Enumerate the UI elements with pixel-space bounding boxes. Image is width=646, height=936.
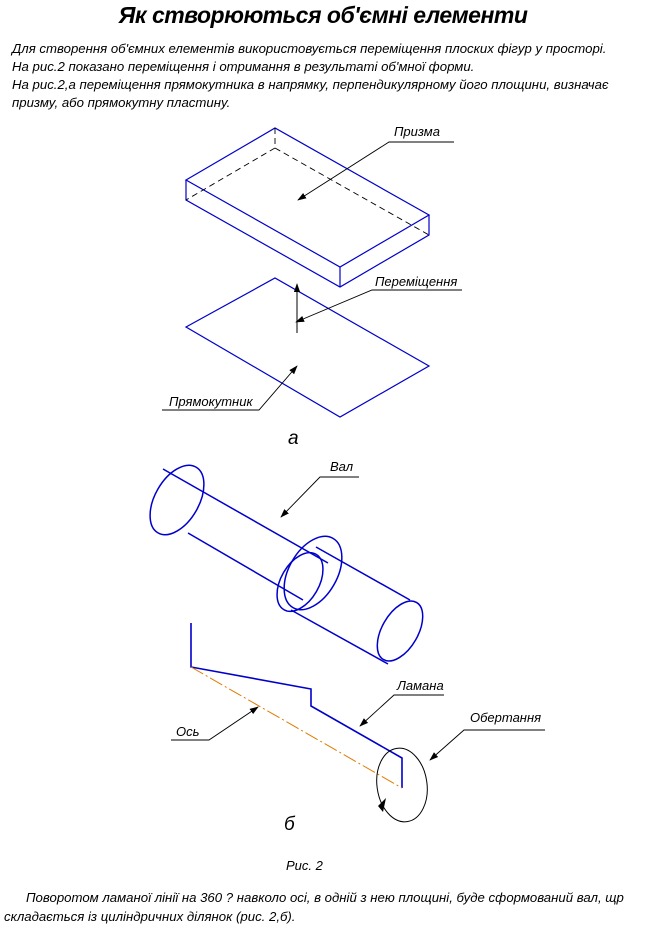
figure-a-caption: а xyxy=(288,428,299,449)
axis-leader xyxy=(171,706,259,741)
prism-hidden-edges xyxy=(185,128,430,236)
movement-label: Переміщення xyxy=(375,274,457,289)
figure-caption: Рис. 2 xyxy=(286,858,324,873)
shaft-leader xyxy=(280,476,359,518)
rotation-circle xyxy=(376,747,428,823)
intro-paragraph-3: На рис.2,а переміщення прямокутника в на… xyxy=(12,77,609,110)
shaft-label: Вал xyxy=(330,459,354,474)
figure-b-caption: б xyxy=(284,814,296,835)
rotation-label: Обертання xyxy=(470,710,541,725)
figure-b: Вал Ламана Ось Обертання б xyxy=(149,459,545,835)
polyline-leader xyxy=(359,694,444,727)
axis-line xyxy=(190,666,403,789)
intro-paragraph-1: Для створення об'ємних елементів викорис… xyxy=(12,41,607,56)
rectangle-shape xyxy=(184,277,431,418)
polyline-profile xyxy=(190,623,403,788)
polyline-label: Ламана xyxy=(396,678,444,693)
outro-paragraph: Поворотом ламаної лінії на 360 ? навколо… xyxy=(4,890,624,924)
shaft xyxy=(149,464,424,665)
leaders-b xyxy=(171,476,545,761)
rotation-leader xyxy=(429,729,545,761)
prism-leader xyxy=(297,141,454,201)
shaft-groove xyxy=(276,551,324,613)
shaft-large-back xyxy=(149,464,205,536)
movement-leader xyxy=(295,289,462,323)
rotation-arrowhead xyxy=(378,798,386,812)
prism-label: Призма xyxy=(394,124,440,139)
shaft-shoulder xyxy=(283,535,343,611)
page-title: Як створюються об'ємні елементи xyxy=(118,2,528,28)
figure-a: Призма Переміщення Прямокутник а xyxy=(162,124,462,449)
intro-paragraph-2: На рис.2 показано переміщення і отриманн… xyxy=(12,59,475,74)
leaders-a xyxy=(162,141,462,411)
outro-text: Поворотом ламаної лінії на 360 ? навколо… xyxy=(4,888,640,926)
intro-text: Для створення об'ємних елементів викорис… xyxy=(12,40,637,112)
rectangle-label: Прямокутник xyxy=(169,394,253,409)
axis-label: Ось xyxy=(176,724,200,739)
prism-top-face xyxy=(184,127,431,268)
prism-side-edges xyxy=(185,180,430,288)
shaft-small-end xyxy=(376,600,424,662)
prism xyxy=(184,127,431,288)
rectangle-leader xyxy=(162,365,298,411)
